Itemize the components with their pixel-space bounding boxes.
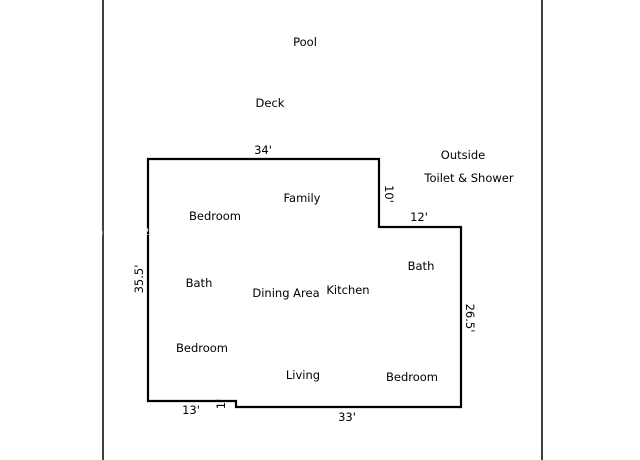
outside-label: Outside: [441, 148, 485, 162]
bedroom-label: Bedroom: [189, 209, 241, 223]
bedroom-label: Bedroom: [176, 341, 228, 355]
living-room-label: Living: [286, 368, 320, 382]
dimension-notch-vertical: 10': [382, 185, 396, 203]
pool-label: Pool: [293, 35, 317, 49]
dimension-left: 35.5': [132, 265, 146, 294]
dining-area-label: Dining Area: [252, 286, 319, 300]
toilet-shower-label: Toilet & Shower: [423, 171, 513, 185]
dimension-bottom-step: 1': [214, 399, 228, 409]
family-room-label: Family: [283, 191, 320, 205]
watermark: A11655885 © Miami MLS® 2025: [2, 227, 169, 238]
dimension-bottom-left: 13': [182, 403, 200, 417]
kitchen-label: Kitchen: [326, 283, 369, 297]
bedroom-label: Bedroom: [386, 370, 438, 384]
dimension-top: 34': [254, 143, 272, 157]
bath-label: Bath: [408, 259, 435, 273]
bath-label: Bath: [186, 276, 213, 290]
dimension-bottom: 33': [338, 410, 356, 424]
dimension-right: 26.5': [463, 304, 477, 333]
deck-label: Deck: [256, 96, 285, 110]
house-outline: [146, 157, 463, 409]
dimension-notch-horizontal: 12': [410, 210, 428, 224]
